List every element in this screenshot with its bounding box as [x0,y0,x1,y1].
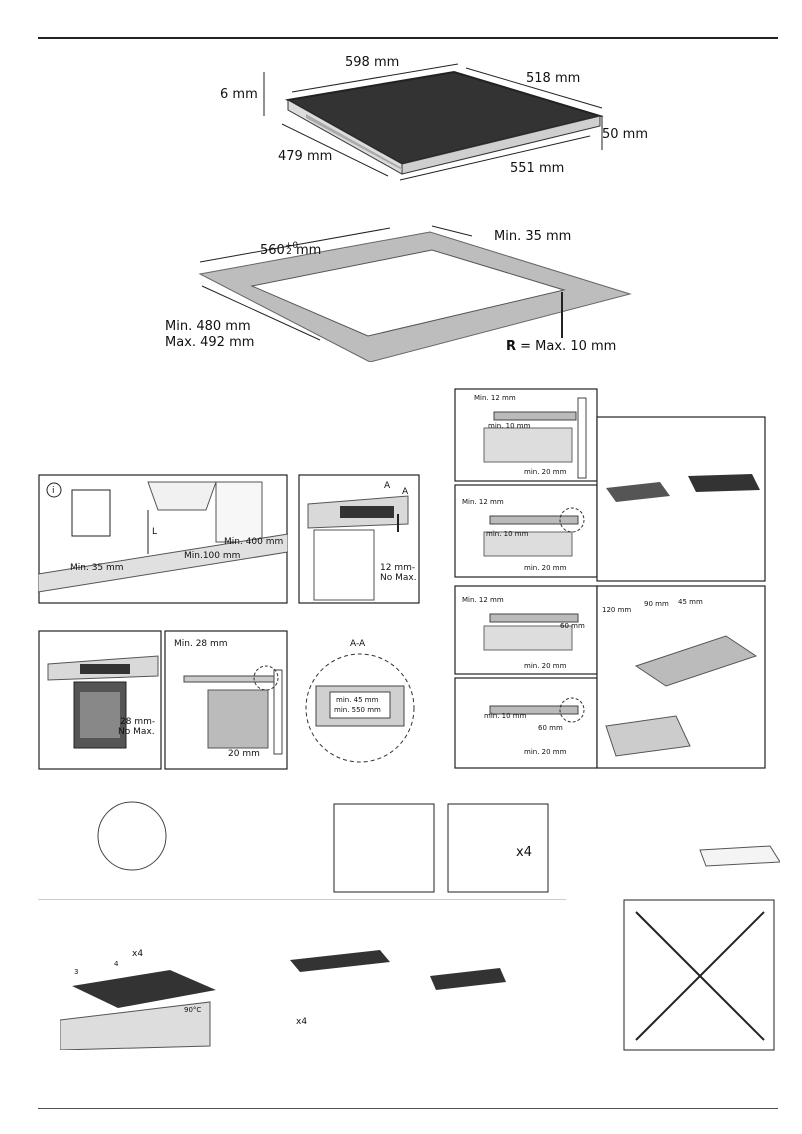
detail2-min10: min. 10 mm [486,530,529,538]
min45-label: min. 45 mm [336,696,379,704]
cutout-depth-min-label: Min. 480 mm [165,319,251,334]
min28-detail-panel: Min. 28 mm 20 mm [164,630,288,770]
kitchen-overview-panel: i L Min. 400 mm Min.100 mm Min. 35 mm [38,474,288,604]
step-num-3: 3 [74,968,78,976]
section-a-label-1: A [384,481,391,491]
front-45mm: 45 mm [678,598,703,606]
hob-inner-width-label: 551 mm [510,161,564,176]
kitchen-l-label: L [152,527,157,537]
detail1-min20: min. 20 mm [524,468,567,476]
remove-x4-label: x4 [296,1017,307,1027]
hob-thickness-label: 6 mm [220,87,258,102]
kitchen-min100-label: Min.100 mm [184,551,240,561]
cutout-radius-label: R = Max. 10 mm [506,339,616,354]
hob-depth-label: 518 mm [526,71,580,86]
fit-x4-label: x4 [132,949,143,959]
detail3-min12: Min. 12 mm [462,596,504,604]
section-aa-label: A-A [350,639,366,649]
section-a-panel: A A 12 mm- No Max. [298,474,420,604]
clips-x4-label: x4 [516,845,532,860]
hob-inner-depth-label: 479 mm [278,149,332,164]
oven-install-panel: 28 mm- No Max. [38,630,162,770]
detail1-min10: min. 10 mm [488,422,531,430]
section-aa-detail: A-A min. 45 mm min. 550 mm [305,639,415,763]
oven-28mm-label: 28 mm- [120,717,155,727]
min550-label: min. 550 mm [334,706,381,714]
bottom-rule [38,1108,778,1109]
cutout-depth-max-label: Max. 492 mm [165,335,254,350]
section-nomax-label: No Max. [380,573,417,583]
detail3-60mm: 60 mm [560,622,585,630]
detail2-min20: min. 20 mm [524,564,567,572]
hob-height-label: 50 mm [602,127,648,142]
kitchen-min400-label: Min. 400 mm [224,537,283,547]
hob-width-label: 598 mm [345,55,399,70]
hob-dimensions-diagram: 598 mm 518 mm 6 mm 50 mm 479 mm 551 mm [220,55,648,181]
top-rule [38,37,778,39]
detail4-min20: min. 20 mm [524,748,567,756]
detail4-60mm: 60 mm [538,724,563,732]
ventilation-detail-panels: Min. 12 mm min. 10 mm min. 20 mm Min. 12… [454,388,598,769]
detail1-min12: Min. 12 mm [474,394,516,402]
detail2-min12: Min. 12 mm [462,498,504,506]
section-a-label-2: A [402,487,409,497]
section-12mm-label: 12 mm- [380,563,415,573]
oven-nomax-label: No Max. [118,727,155,737]
info-icon: i [52,486,55,496]
assembly-panels: 120 mm 90 mm 45 mm [596,416,766,769]
min28-label: Min. 28 mm [174,639,228,649]
electrical-warning-panel [623,845,780,1051]
kitchen-min35-label: Min. 35 mm [70,563,124,573]
detail4-min10: min. 10 mm [484,712,527,720]
step-num-4: 4 [114,960,119,968]
installation-step-row: x4 3 4 90°C x4 [60,949,506,1050]
detail3-min20: min. 20 mm [524,662,567,670]
front-120mm: 120 mm [602,606,631,614]
preparation-step-row: x4 [38,801,566,900]
detail-20mm-label: 20 mm [228,749,260,759]
temp-warning: 90°C [184,1006,201,1014]
cutout-min-edge-label: Min. 35 mm [494,229,571,244]
front-90mm: 90 mm [644,600,669,608]
